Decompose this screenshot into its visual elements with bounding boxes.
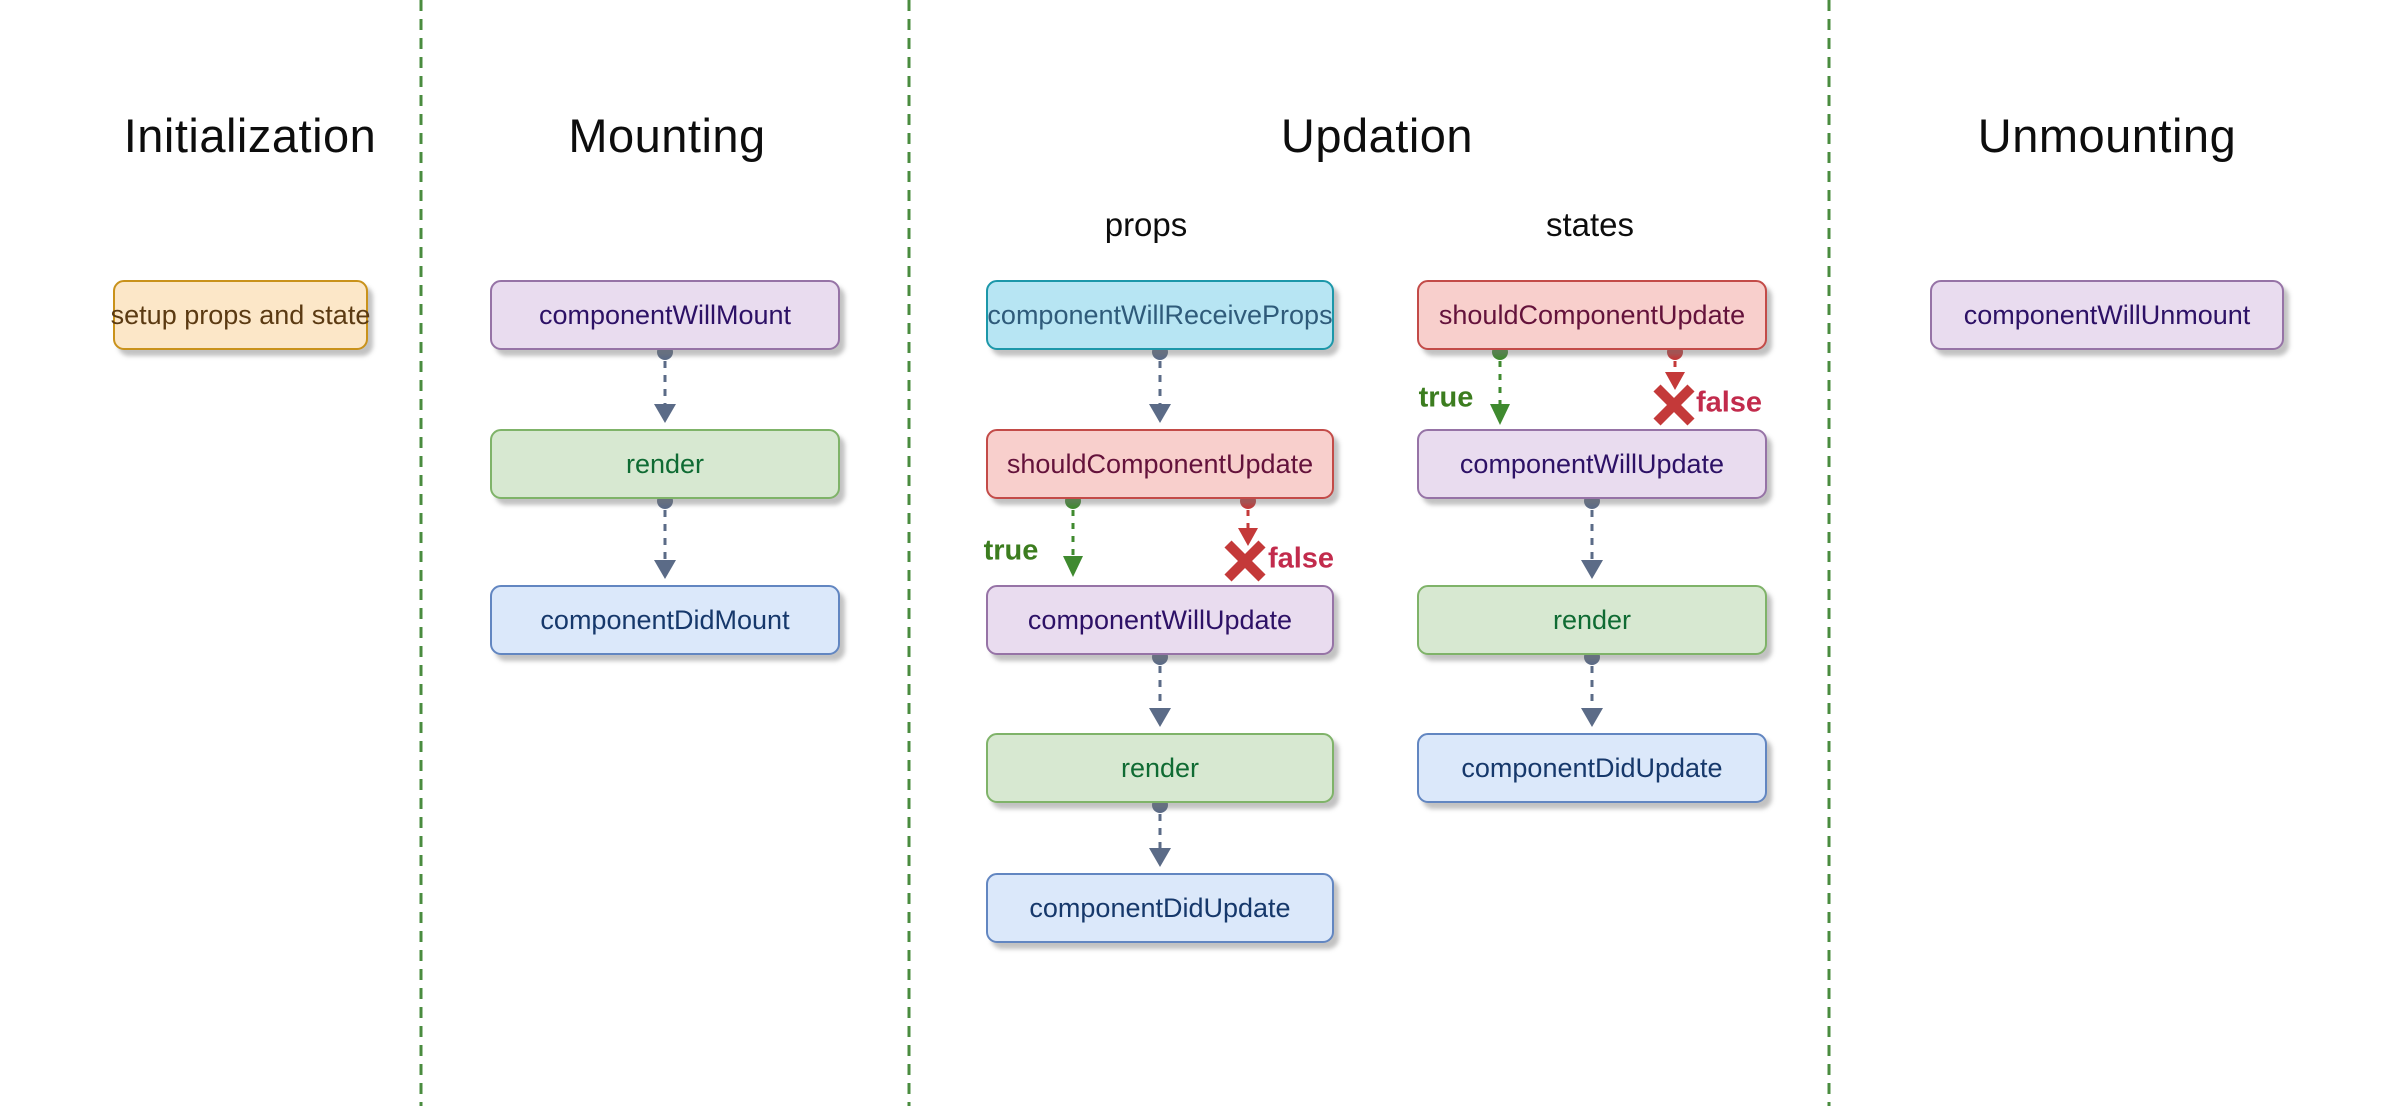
section-title-initialization: Initialization [123, 109, 377, 162]
node-componentwillunmount: componentWillUnmount [1930, 280, 2284, 350]
false-x-icon [1224, 540, 1266, 582]
node-shouldcomponentupdate-props: shouldComponentUpdate [986, 429, 1334, 499]
node-componentdidupdate-states: componentDidUpdate [1417, 733, 1767, 803]
column-label-states: states [1545, 206, 1635, 243]
flow-arrow [654, 344, 676, 423]
section-title-unmounting: Unmounting [1977, 109, 2237, 162]
flow-arrow [1581, 649, 1603, 727]
flow-arrow [1581, 493, 1603, 579]
false-arrow [1653, 344, 1695, 426]
node-shouldcomponentupdate-states: shouldComponentUpdate [1417, 280, 1767, 350]
section-title-updation: Updation [1280, 109, 1474, 162]
branch-label-true-props: true [983, 534, 1039, 567]
node-setup-props-and-state: setup props and state [111, 280, 370, 350]
node-componentwillupdate-props: componentWillUpdate [986, 585, 1334, 655]
true-arrow [1490, 344, 1510, 425]
node-componentwillreceiveprops: componentWillReceiveProps [986, 280, 1334, 350]
branch-label-false-props: false [1267, 542, 1335, 575]
node-componentwillupdate-states: componentWillUpdate [1417, 429, 1767, 499]
false-x-icon [1653, 384, 1695, 426]
section-title-mounting: Mounting [568, 109, 766, 162]
flow-arrow [1149, 797, 1171, 867]
flow-arrow [654, 493, 676, 579]
node-render-props: render [986, 733, 1334, 803]
node-componentdidupdate-props: componentDidUpdate [986, 873, 1334, 943]
flow-arrow [1149, 649, 1171, 727]
true-arrow [1063, 493, 1083, 577]
column-label-props: props [1104, 206, 1188, 243]
node-componentdidmount: componentDidMount [490, 585, 840, 655]
branch-label-false-states: false [1695, 386, 1763, 419]
node-render-states: render [1417, 585, 1767, 655]
false-arrow [1224, 493, 1266, 582]
branch-label-true-states: true [1418, 381, 1474, 414]
flow-arrow [1149, 344, 1171, 423]
node-render-mounting: render [490, 429, 840, 499]
node-componentwillmount: componentWillMount [490, 280, 840, 350]
